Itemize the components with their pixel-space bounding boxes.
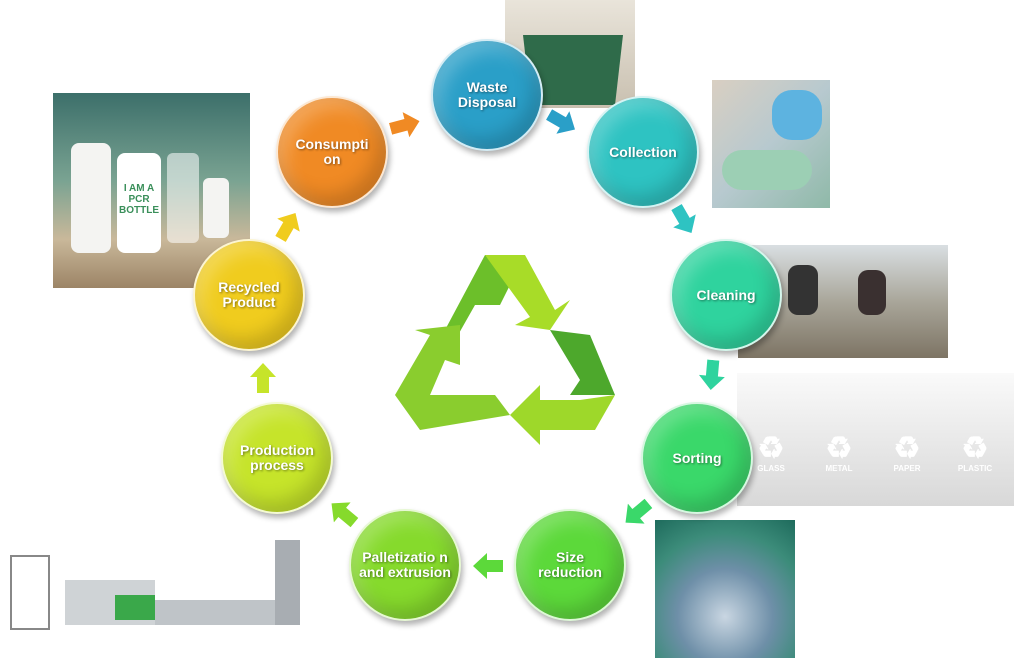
flow-arrow-icon bbox=[543, 103, 582, 141]
bin-label: METAL bbox=[825, 463, 853, 473]
bottle-label: I AM A PCR BOTTLE bbox=[117, 153, 161, 253]
step-label: Recycled Product bbox=[218, 279, 280, 310]
extrusion-machine-photo bbox=[5, 525, 340, 640]
collection-photo bbox=[712, 80, 830, 208]
bin-label: GLASS bbox=[757, 463, 785, 473]
step-size-reduction: Size reduction bbox=[514, 509, 626, 621]
bin-label: PAPER bbox=[893, 463, 921, 473]
bin-plastic: ♻PLASTIC bbox=[945, 403, 1005, 503]
step-label: Palletizatio n and extrusion bbox=[359, 549, 451, 580]
flow-arrow-icon bbox=[617, 493, 657, 532]
step-label: Collection bbox=[609, 143, 677, 160]
bin-metal: ♻METAL bbox=[809, 403, 869, 503]
recycle-icon: ♻ bbox=[825, 431, 853, 465]
bin-glass: ♻GLASS bbox=[741, 403, 801, 503]
recycle-icon bbox=[395, 255, 615, 445]
recycle-icon: ♻ bbox=[757, 431, 785, 465]
step-label: Sorting bbox=[672, 449, 722, 466]
step-palletization-extrusion: Palletizatio n and extrusion bbox=[349, 509, 461, 621]
recycle-icon: ♻ bbox=[893, 431, 921, 465]
step-label: Production process bbox=[240, 442, 314, 473]
step-label: Size reduction bbox=[538, 549, 602, 580]
recycle-icon: ♻ bbox=[961, 431, 989, 465]
step-cleaning: Cleaning bbox=[670, 239, 782, 351]
flow-arrow-icon bbox=[250, 363, 276, 393]
waste-bin-photo bbox=[505, 0, 635, 108]
step-collection: Collection bbox=[587, 96, 699, 208]
step-sorting: Sorting bbox=[641, 402, 753, 514]
step-label: Cleaning bbox=[696, 286, 756, 303]
step-label: Consumpti on bbox=[295, 136, 369, 167]
pellets-photo bbox=[655, 520, 795, 658]
bin-paper: ♻PAPER bbox=[877, 403, 937, 503]
flow-arrow-icon bbox=[323, 493, 363, 532]
step-recycled-product: Recycled Product bbox=[193, 239, 305, 351]
bottles-photo: I AM A PCR BOTTLE bbox=[53, 93, 250, 288]
flow-arrow-icon bbox=[387, 109, 423, 142]
flow-arrow-icon bbox=[269, 207, 307, 246]
step-label: Waste Disposal bbox=[457, 79, 517, 110]
sorting-bins-photo: ♻GLASS ♻METAL ♻PAPER ♻PLASTIC bbox=[737, 373, 1014, 506]
step-production-process: Production process bbox=[221, 402, 333, 514]
cleaning-photo bbox=[738, 245, 948, 358]
flow-arrow-icon bbox=[698, 359, 727, 391]
step-consumption: Consumpti on bbox=[276, 96, 388, 208]
flow-arrow-icon bbox=[665, 201, 703, 240]
bin-label: PLASTIC bbox=[957, 463, 993, 473]
step-waste-disposal: Waste Disposal bbox=[431, 39, 543, 151]
flow-arrow-icon bbox=[473, 553, 503, 579]
